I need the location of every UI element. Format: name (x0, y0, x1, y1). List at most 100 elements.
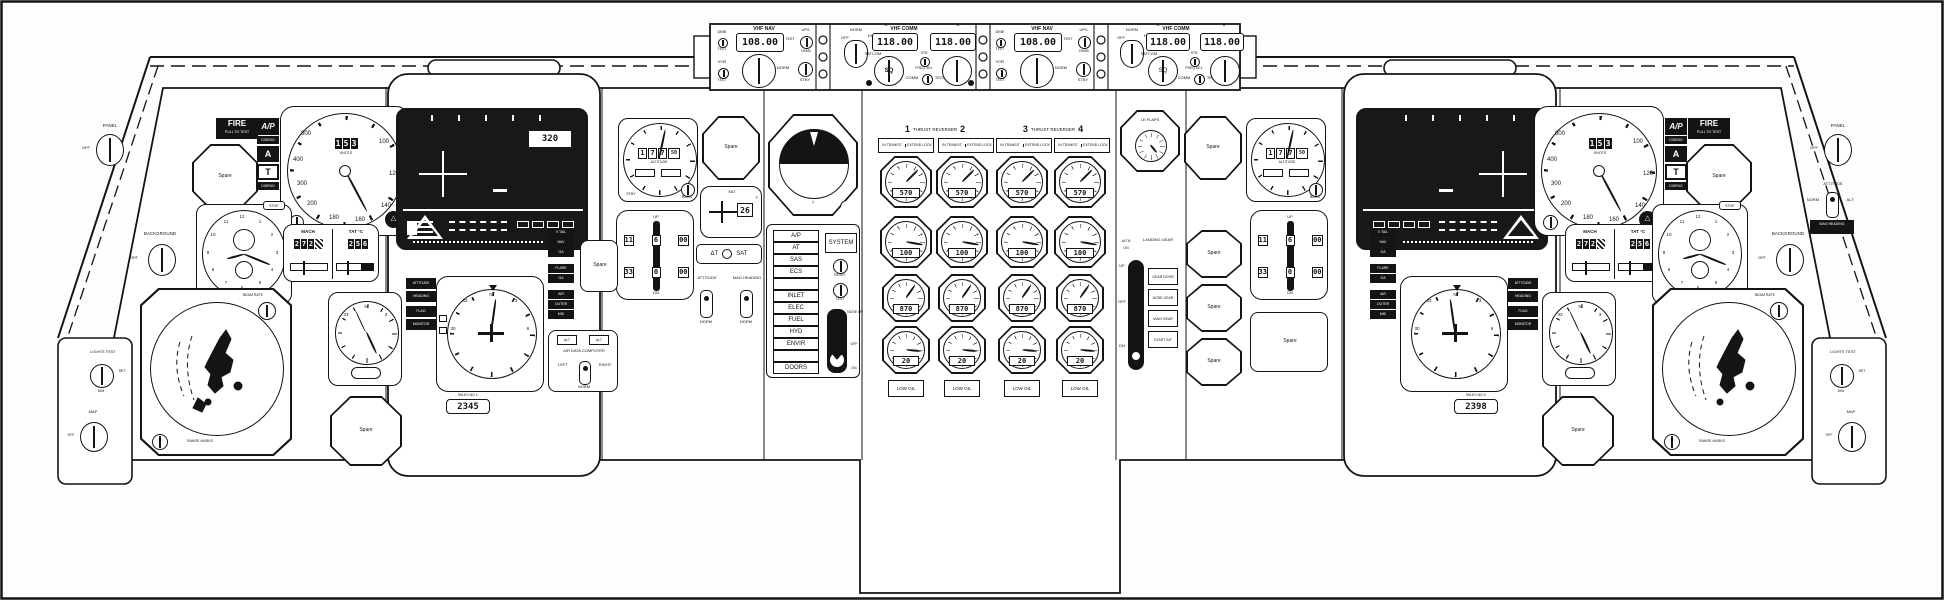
aoa-indicator: 1 (768, 114, 858, 216)
spare-label: Spare (593, 262, 607, 268)
ap-warning-light[interactable]: A/P (257, 118, 279, 135)
fire-warning-light[interactable]: FIRE PULL TO TEST (1688, 118, 1730, 139)
hsi-heading-bug (1453, 285, 1461, 291)
upl-dnb-knob[interactable] (1078, 36, 1091, 49)
tat-slider[interactable] (336, 261, 374, 275)
hsi-rose-label: N (1453, 292, 1457, 297)
beam-rate-knob[interactable] (1770, 302, 1788, 320)
nav-tune-knob[interactable] (742, 54, 776, 88)
adc-source-switch[interactable] (579, 361, 591, 385)
panel-brightness-knob[interactable] (1824, 134, 1852, 166)
vor-test-label: TEST (717, 78, 727, 82)
mach-slider[interactable] (290, 261, 328, 275)
ga-light: GA (1370, 274, 1396, 283)
freq-sel-toggle[interactable] (1190, 57, 1200, 67)
vor-test-button[interactable] (996, 68, 1007, 79)
attitude-heading-source-panel: ATTITUDE NORM ALT MAG HEADING (1800, 181, 1864, 238)
clock-numeral: 3 (1731, 250, 1735, 255)
attitude-source-switch[interactable] (700, 290, 713, 318)
lights-test-control: LIGHTS TEST SET DIM (1814, 349, 1872, 410)
vhf-nav-panel: VHF NAV DME TEST 108.00 TEST UP/L DN/B V… (712, 24, 816, 90)
nav-stby-knob[interactable] (798, 62, 813, 77)
engine-gauge-readout: 570 (1066, 188, 1094, 198)
dme-test-button[interactable] (996, 38, 1006, 48)
system-reset-button[interactable] (833, 259, 848, 274)
upl-dnb-knob[interactable] (800, 36, 813, 49)
scale-label: 180 (1582, 215, 1593, 221)
map-light-knob[interactable] (80, 422, 108, 452)
spare-label: Spare (1207, 358, 1221, 364)
adc-alt-button[interactable]: ALT (589, 335, 609, 345)
delta-t-sat-selector[interactable]: ΔT SAT (696, 244, 762, 264)
nav-tune-knob[interactable] (1020, 54, 1054, 88)
mag-heading-source-switch[interactable] (740, 290, 753, 318)
comm-tune-knob[interactable] (942, 56, 972, 86)
baro-set-knob[interactable] (1309, 183, 1323, 197)
lights-test-knob[interactable] (1830, 364, 1854, 388)
airspeed-set-knob[interactable] (1543, 215, 1558, 230)
dme-test-label: TEST (717, 47, 727, 51)
at-a-warning-light[interactable]: A (1665, 146, 1687, 162)
freq-sel-toggle[interactable] (920, 57, 930, 67)
comm-tune-knob[interactable] (1210, 56, 1240, 86)
scale-label: 120 (1642, 171, 1653, 177)
nav-test-label: TEST (785, 37, 795, 41)
squelch-knob[interactable]: SQ (1148, 56, 1178, 86)
fire-warning-light[interactable]: FIRE PULL TO TEST (216, 118, 258, 139)
clock-stop-button[interactable]: STOP (263, 201, 285, 210)
comm-mode-selector-knob[interactable] (844, 40, 868, 68)
beam-rate-knob[interactable] (258, 302, 276, 320)
altimeter-baro-window (661, 169, 681, 177)
map-range-knob[interactable] (152, 434, 168, 450)
at-t-warning-light[interactable]: T (257, 164, 279, 180)
clock-stop-button[interactable]: STOP (1719, 201, 1741, 210)
lights-test-knob[interactable] (90, 364, 114, 388)
at-t-warning-light[interactable]: T (1665, 164, 1687, 180)
comm-mode-selector-knob[interactable] (1120, 40, 1144, 68)
adc-alt-button[interactable]: ALT (557, 335, 577, 345)
tat-slider[interactable] (1618, 261, 1656, 275)
hsi-rose-label: N (489, 292, 493, 297)
vor-test-label: TEST (995, 78, 1005, 82)
map-light-knob[interactable] (1838, 422, 1866, 452)
background-brightness-knob[interactable] (148, 244, 176, 276)
scale-label: 160 (1608, 217, 1619, 223)
squelch-knob[interactable]: SQ (874, 56, 904, 86)
spare-panel: Spare (1686, 144, 1752, 210)
attitude-source-switch[interactable] (1826, 192, 1839, 218)
mach-slider[interactable] (1572, 261, 1610, 275)
nose-lever-handle[interactable] (830, 353, 844, 367)
scale-label: 160 (354, 217, 365, 223)
comm-test-button[interactable] (1194, 74, 1205, 85)
vor-test-button[interactable] (718, 68, 729, 79)
le-flaps-label: LE FLAPS (1140, 117, 1160, 122)
altimeter-baro-window (1289, 169, 1309, 177)
background-brightness-knob[interactable] (1776, 244, 1804, 276)
hsi-rose-label: 6 (1490, 326, 1494, 331)
at-a-warning-light[interactable]: A (257, 146, 279, 162)
dme-test-button[interactable] (718, 38, 728, 48)
rmi-rose-label: 3 (1598, 312, 1602, 317)
flare-light: FLARE (1370, 264, 1396, 273)
comm-test-button[interactable] (922, 74, 933, 85)
nav-stby-knob[interactable] (1076, 62, 1091, 77)
map-range-knob[interactable] (1664, 434, 1680, 450)
engine-gauge-readout: 20 (893, 356, 919, 366)
engine-gauge: 100 (1054, 216, 1106, 268)
panel-off-label: OFF (1810, 145, 1818, 150)
at-diseng-light: DISENG (1665, 182, 1687, 190)
engine-gauge: 20 (998, 326, 1046, 374)
baro-set-knob[interactable] (681, 183, 695, 197)
airspeed-flag-button[interactable]: △ (1639, 211, 1656, 228)
altimeter-label: ALTITUDE (1278, 160, 1296, 164)
ap-warning-light[interactable]: A/P (1665, 118, 1687, 135)
system-test-button[interactable] (833, 283, 848, 298)
gear-lever-handle[interactable] (1130, 350, 1142, 362)
panel-brightness-knob[interactable] (96, 134, 124, 166)
